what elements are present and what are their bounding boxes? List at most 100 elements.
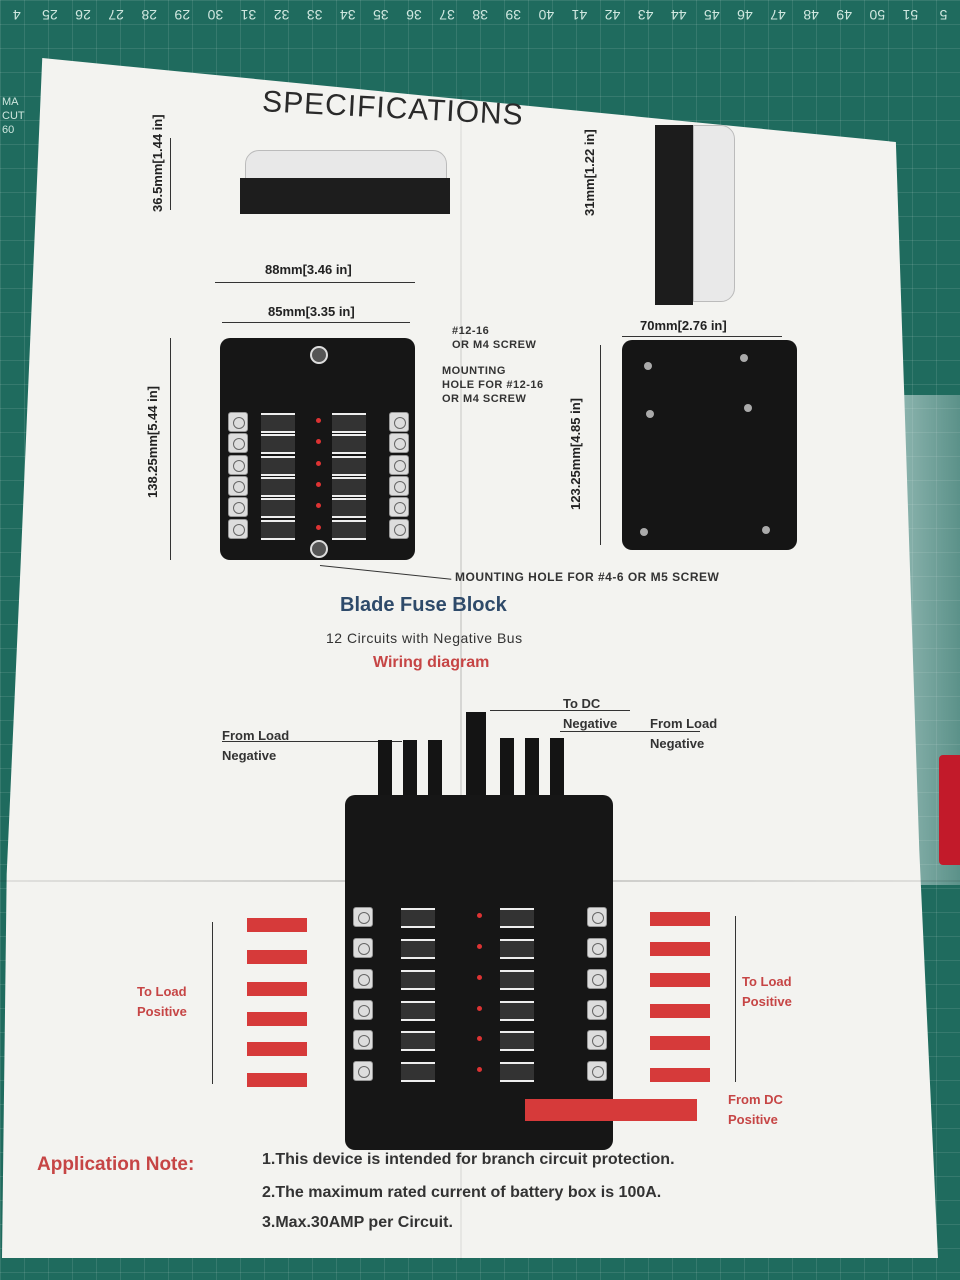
load-positive-wire (247, 918, 307, 932)
ruler-number: 28 (141, 7, 157, 23)
dim-width-inner: 85mm[3.35 in] (268, 304, 355, 319)
clear-cover (245, 150, 447, 180)
note-mount-bottom: MOUNTING HOLE FOR #4-6 OR M5 SCREW (455, 570, 720, 584)
dim-height-end: 31mm[1.22 in] (582, 129, 597, 216)
dim-back-length: 123.25mm[4.85 in] (568, 397, 583, 510)
power-stud (310, 540, 328, 558)
ruler-number: 29 (174, 7, 191, 23)
load-positive-wire (247, 1012, 307, 1026)
ruler-number: 39 (505, 7, 522, 23)
load-positive-wire (650, 912, 710, 926)
dim-height-side: 36.5mm[1.44 in] (150, 114, 165, 212)
blade-fuse-slot (499, 1062, 534, 1083)
screw-terminal (587, 968, 607, 989)
ruler-number: 38 (472, 7, 488, 23)
ruler-number: 37 (439, 7, 455, 23)
blade-fuse-slot (401, 938, 435, 959)
section-title: Wiring diagram (373, 654, 490, 671)
ruler-number: 44 (670, 7, 687, 23)
ruler-number: 36 (406, 7, 422, 23)
screw-terminal (353, 1061, 373, 1082)
clear-cover (693, 125, 735, 302)
blade-fuse-slot (261, 413, 296, 433)
dim-line (622, 336, 782, 337)
mount-hole (646, 410, 654, 418)
blade-fuse-slot (261, 519, 296, 540)
fuse-block-wiring-view (345, 795, 613, 1150)
screw-terminal (389, 412, 409, 432)
mount-hole (762, 526, 770, 534)
indicator-led (315, 524, 321, 530)
ruler-number: 32 (273, 7, 290, 23)
leader-line (560, 731, 700, 732)
ruler-number: 4 (12, 7, 21, 23)
screw-terminal (353, 907, 373, 927)
screw-terminal (389, 433, 409, 454)
application-note-2: 2.The maximum rated current of battery b… (262, 1184, 662, 1201)
blade-fuse-slot (332, 498, 367, 519)
indicator-led (477, 1067, 482, 1073)
screw-terminal (389, 476, 409, 496)
load-positive-wire (650, 973, 710, 987)
screw-terminal (228, 518, 248, 539)
screw-terminal (587, 937, 607, 958)
blade-fuse-slot (499, 969, 534, 990)
blade-fuse-slot (499, 908, 534, 928)
indicator-led (477, 974, 482, 980)
load-positive-wire (650, 1036, 710, 1050)
ruler-number: 50 (869, 7, 886, 23)
indicator-led (315, 439, 321, 445)
load-positive-wire (247, 950, 307, 964)
dim-line (170, 138, 171, 210)
blade-fuse-slot (261, 477, 296, 497)
blade-fuse-slot (332, 477, 367, 497)
bracket-line (212, 922, 213, 1084)
indicator-led (477, 943, 482, 949)
ruler-number: 43 (637, 7, 654, 23)
dim-line (600, 345, 601, 545)
mat-side-text: MA CUT 60 (2, 96, 25, 136)
screw-terminal (587, 999, 607, 1020)
load-positive-wire (650, 1068, 710, 1082)
application-note-1: 1.This device is intended for branch cir… (262, 1151, 675, 1168)
blade-fuse-slot (401, 1000, 435, 1021)
bracket-line (735, 916, 736, 1082)
ruler-number: 31 (240, 7, 257, 23)
dim-line (170, 338, 171, 560)
ruler-number: 40 (538, 7, 555, 23)
blade-fuse-slot (332, 519, 367, 540)
screw-terminal (353, 968, 373, 989)
dim-back-width: 70mm[2.76 in] (640, 318, 727, 333)
screw-terminal (353, 999, 373, 1020)
ruler-number: 45 (704, 7, 720, 23)
indicator-led (315, 418, 321, 423)
blade-fuse-slot (261, 498, 296, 519)
ruler-number: 33 (306, 7, 323, 23)
ruler-number: 26 (75, 7, 91, 23)
indicator-led (315, 482, 321, 487)
screw-terminal (228, 412, 248, 432)
blade-fuse-slot (499, 1000, 534, 1021)
load-positive-wire (650, 1004, 710, 1018)
dim-line (215, 282, 415, 283)
indicator-led (477, 1005, 482, 1011)
ruler-number: 47 (770, 7, 786, 23)
screw-terminal (228, 454, 248, 475)
ruler-number: 42 (604, 7, 621, 23)
blade-fuse-slot (332, 434, 367, 455)
blade-fuse-slot (261, 434, 296, 455)
ruler-number: 41 (571, 7, 588, 23)
screw-terminal (353, 937, 373, 958)
mount-hole (740, 354, 748, 362)
application-note-3: 3.Max.30AMP per Circuit. (262, 1214, 453, 1231)
blade-fuse-slot (401, 1062, 435, 1083)
fuse-block-back-view (622, 340, 797, 550)
load-positive-wire (247, 1073, 307, 1087)
